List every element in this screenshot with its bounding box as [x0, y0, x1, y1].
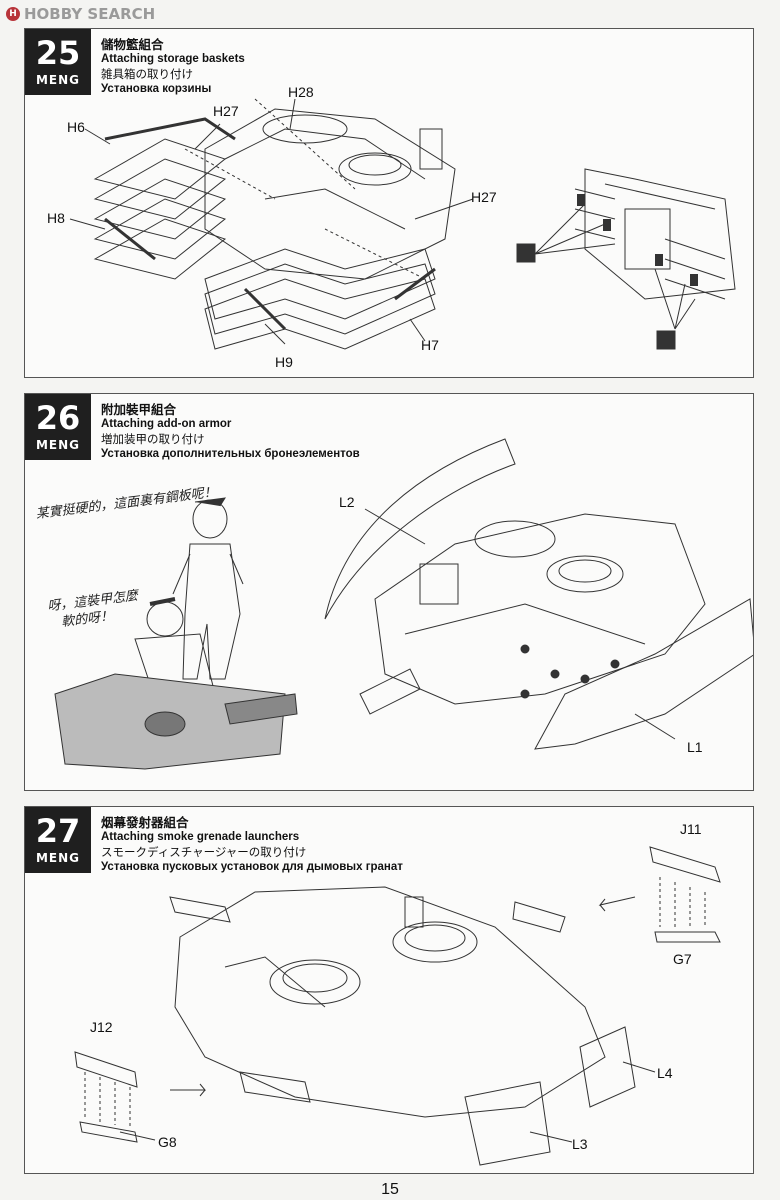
- part-label: G8: [158, 1134, 177, 1150]
- step-title-japanese: スモークディスチャージャーの取り付け: [101, 845, 307, 859]
- part-label: L2: [339, 494, 355, 510]
- part-label: H7: [421, 337, 439, 353]
- step-title-english: Attaching storage baskets: [101, 53, 245, 65]
- page-number: 15: [381, 1181, 399, 1198]
- part-label: H9: [275, 354, 293, 370]
- part-label: H6: [67, 119, 85, 135]
- watermark-text: HOBBY SEARCH: [24, 5, 156, 23]
- step-title-russian: Установка пусковых установок для дымовых…: [101, 861, 403, 873]
- step-titles: 儲物籃組合 Attaching storage baskets 雑具箱の取り付け…: [101, 37, 245, 97]
- step-titles: 烟幕發射器組合 Attaching smoke grenade launcher…: [101, 815, 403, 875]
- step-title-russian: Установка корзины: [101, 83, 212, 95]
- step-title-japanese: 増加装甲の取り付け: [101, 432, 205, 446]
- add-on-armor-drawing: [54, 438, 753, 770]
- meng-logo: MENG: [35, 851, 81, 865]
- step-number: 27: [35, 812, 81, 850]
- step-title-english: Attaching smoke grenade launchers: [101, 831, 300, 843]
- meng-logo: MENG: [35, 73, 81, 87]
- part-label: J11: [680, 821, 702, 837]
- step-title-chinese: 儲物籃組合: [101, 37, 164, 52]
- step-26-panel: 26 MENG 附加裝甲組合 Attaching add-on armor 増加…: [24, 393, 754, 791]
- part-label: J12: [90, 1019, 113, 1035]
- step-title-russian: Установка дополнительных бронеэлементов: [101, 448, 360, 460]
- step-title-english: Attaching add-on armor: [101, 418, 232, 430]
- watermark: H HOBBY SEARCH: [6, 4, 155, 24]
- part-label: H28: [288, 84, 314, 100]
- smoke-grenade-launchers-drawing: [74, 846, 721, 1166]
- part-label: H8: [47, 210, 65, 226]
- step-title-chinese: 烟幕發射器組合: [101, 815, 189, 830]
- step-number: 25: [35, 34, 81, 72]
- step-27-panel: 27 MENG 烟幕發射器組合 Attaching smoke grenade …: [24, 806, 754, 1174]
- part-label: G7: [673, 951, 692, 967]
- step-number-badge: 26 MENG: [25, 394, 91, 460]
- step-25-panel: 25 MENG 儲物籃組合 Attaching storage baskets …: [24, 28, 754, 378]
- step-titles: 附加裝甲組合 Attaching add-on armor 増加装甲の取り付け …: [101, 402, 360, 462]
- step-number-badge: 27 MENG: [25, 807, 91, 873]
- part-label: H27: [471, 189, 497, 205]
- storage-baskets-drawing: [69, 98, 736, 350]
- step-title-japanese: 雑具箱の取り付け: [101, 67, 193, 81]
- step-title-chinese: 附加裝甲組合: [101, 402, 177, 417]
- part-label: L3: [572, 1136, 588, 1152]
- part-label: L4: [657, 1065, 673, 1081]
- meng-logo: MENG: [35, 438, 81, 452]
- part-label: L1: [687, 739, 703, 755]
- step-number: 26: [35, 399, 81, 437]
- step-number-badge: 25 MENG: [25, 29, 91, 95]
- hobby-search-logo-icon: H: [6, 7, 20, 21]
- part-label: H27: [213, 103, 239, 119]
